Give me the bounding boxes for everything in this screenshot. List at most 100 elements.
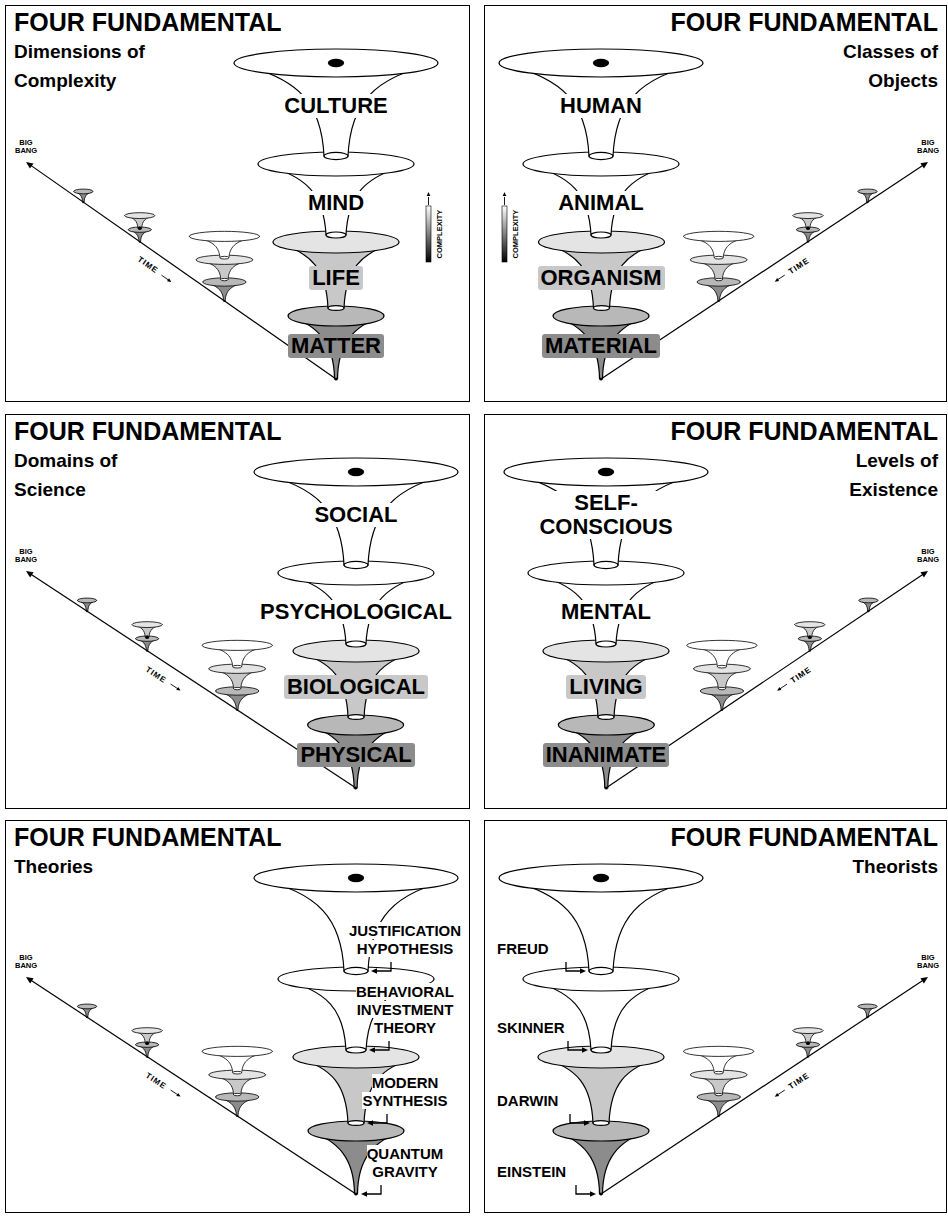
funnel-apex: [867, 610, 869, 612]
funnel-rim: [796, 1042, 819, 1047]
funnel-apex: [807, 241, 809, 243]
time-arrow: [171, 684, 179, 689]
funnel-apex: [145, 635, 149, 639]
funnel-neck: [715, 278, 722, 280]
layer-label: ANIMAL: [555, 191, 647, 215]
funnel-layer: LIVING: [541, 640, 671, 721]
funnel-apex: [867, 201, 869, 203]
layer-label: SOCIAL: [311, 503, 400, 527]
funnel-rim: [858, 1004, 877, 1009]
arrow-head: [920, 977, 928, 983]
pointer-arrow: [576, 1185, 591, 1194]
funnel-layer: MATTER: [283, 306, 389, 383]
funnel-rim: [77, 1004, 96, 1009]
funnel-neck: [596, 641, 616, 647]
arrow-head: [369, 1047, 375, 1052]
funnel-neck: [593, 306, 609, 311]
layer-label: LIVING: [566, 675, 645, 699]
funnel-neck: [233, 665, 242, 668]
layer-label: HUMAN: [557, 94, 645, 118]
funnel-apex: [335, 378, 338, 381]
arrow-head: [503, 192, 507, 196]
arrow-head: [361, 1191, 367, 1196]
time-label: TIME: [787, 1070, 811, 1090]
funnel-rim: [196, 255, 253, 264]
funnel-apex: [721, 709, 723, 711]
big-bang-label: BIG BANG: [15, 138, 37, 155]
panel-title: FOUR FUNDAMENTAL: [670, 418, 938, 446]
funnel-apex: [718, 300, 720, 302]
arrow-head: [427, 192, 431, 196]
label-box: FREUD: [497, 940, 549, 958]
label-box: TIME: [144, 1071, 168, 1091]
funnel-neck: [598, 715, 614, 720]
panel-title: FOUR FUNDAMENTAL: [670, 9, 938, 37]
panel-subtitle: Theories: [14, 853, 214, 882]
funnel-rim: [77, 598, 96, 603]
funnel-rim: [293, 640, 419, 662]
label-box: JUSTIFICATION HYPOTHESIS: [343, 922, 467, 958]
funnel-rim: [795, 622, 825, 628]
layer-label: ORGANISM: [538, 266, 665, 290]
label-box: DARWIN: [497, 1092, 558, 1110]
funnel-neck: [714, 256, 723, 259]
funnel-rim: [308, 715, 404, 735]
funnel-rim: [538, 231, 664, 253]
small-funnel-group: [132, 1028, 162, 1058]
small-funnel-group: [684, 231, 754, 302]
theory-label: JUSTIFICATION HYPOTHESIS: [349, 922, 461, 957]
funnel-rim: [504, 458, 708, 486]
funnel-apex: [808, 635, 812, 639]
panel-title: FOUR FUNDAMENTAL: [670, 824, 938, 852]
diagram-panel: FOUR FUNDAMENTALTheoristsBIG BANGTIMEFRE…: [484, 820, 947, 1213]
small-funnel-group: [189, 231, 259, 302]
funnel-layer: HUMAN: [497, 49, 705, 160]
time-line: [30, 980, 356, 1194]
funnel-hole: [348, 874, 364, 882]
diagram-panel: FOUR FUNDAMENTALLevels of ExistenceSELF-…: [484, 414, 947, 809]
time-label: TIME: [144, 1071, 168, 1091]
label-box: BEHAVIORAL INVESTMENT THEORY: [343, 983, 467, 1037]
small-funnel-group: [125, 213, 155, 243]
complexity-label: COMPLEXITY: [511, 210, 520, 259]
label-box: TIME: [144, 665, 168, 685]
funnel-rim: [697, 1093, 740, 1101]
funnel-hole: [328, 59, 344, 67]
funnel-rim: [202, 640, 272, 650]
funnel-neck: [715, 1093, 722, 1095]
arrow-head: [176, 687, 180, 691]
layer-label: MATTER: [288, 334, 384, 358]
panel-title: FOUR FUNDAMENTAL: [14, 418, 282, 446]
funnel-layer: CULTURE: [232, 49, 440, 160]
funnel-neck: [348, 1121, 364, 1126]
funnel-rim: [258, 152, 414, 176]
complexity-arrow: [428, 197, 429, 205]
arrow-head: [920, 571, 928, 578]
funnel-apex: [236, 1115, 238, 1117]
funnel-rim: [216, 687, 259, 695]
label-box: BIG BANG: [15, 548, 37, 564]
layer-label: LIFE: [309, 266, 363, 290]
time-arrow: [777, 275, 784, 280]
funnel-rim: [859, 598, 878, 603]
arrow-head: [580, 968, 586, 973]
complexity-bar: [502, 206, 507, 262]
panel-subtitle: Theorists: [738, 853, 938, 882]
funnel-layer: PSYCHOLOGICAL: [252, 561, 460, 648]
layer-label: MIND: [305, 191, 367, 215]
layer-label: MENTAL: [558, 600, 654, 624]
time-arrow: [162, 275, 169, 280]
layer-label: PHYSICAL: [297, 743, 414, 767]
funnel-neck: [326, 232, 346, 238]
diagram-panel: FOUR FUNDAMENTALClasses of ObjectsHUMANA…: [484, 5, 947, 402]
theorist-label: SKINNER: [497, 1019, 565, 1036]
funnel-neck: [593, 1121, 609, 1126]
theorist-label: FREUD: [497, 940, 549, 957]
funnel-rim: [690, 1070, 747, 1079]
funnel-layer: LIFE: [271, 231, 401, 312]
funnel-layer: MENTAL: [526, 561, 686, 648]
funnel-rim: [209, 1070, 266, 1079]
funnel-apex: [146, 1056, 148, 1058]
pointer-arrow: [568, 1041, 583, 1050]
funnel-rim: [684, 231, 754, 241]
